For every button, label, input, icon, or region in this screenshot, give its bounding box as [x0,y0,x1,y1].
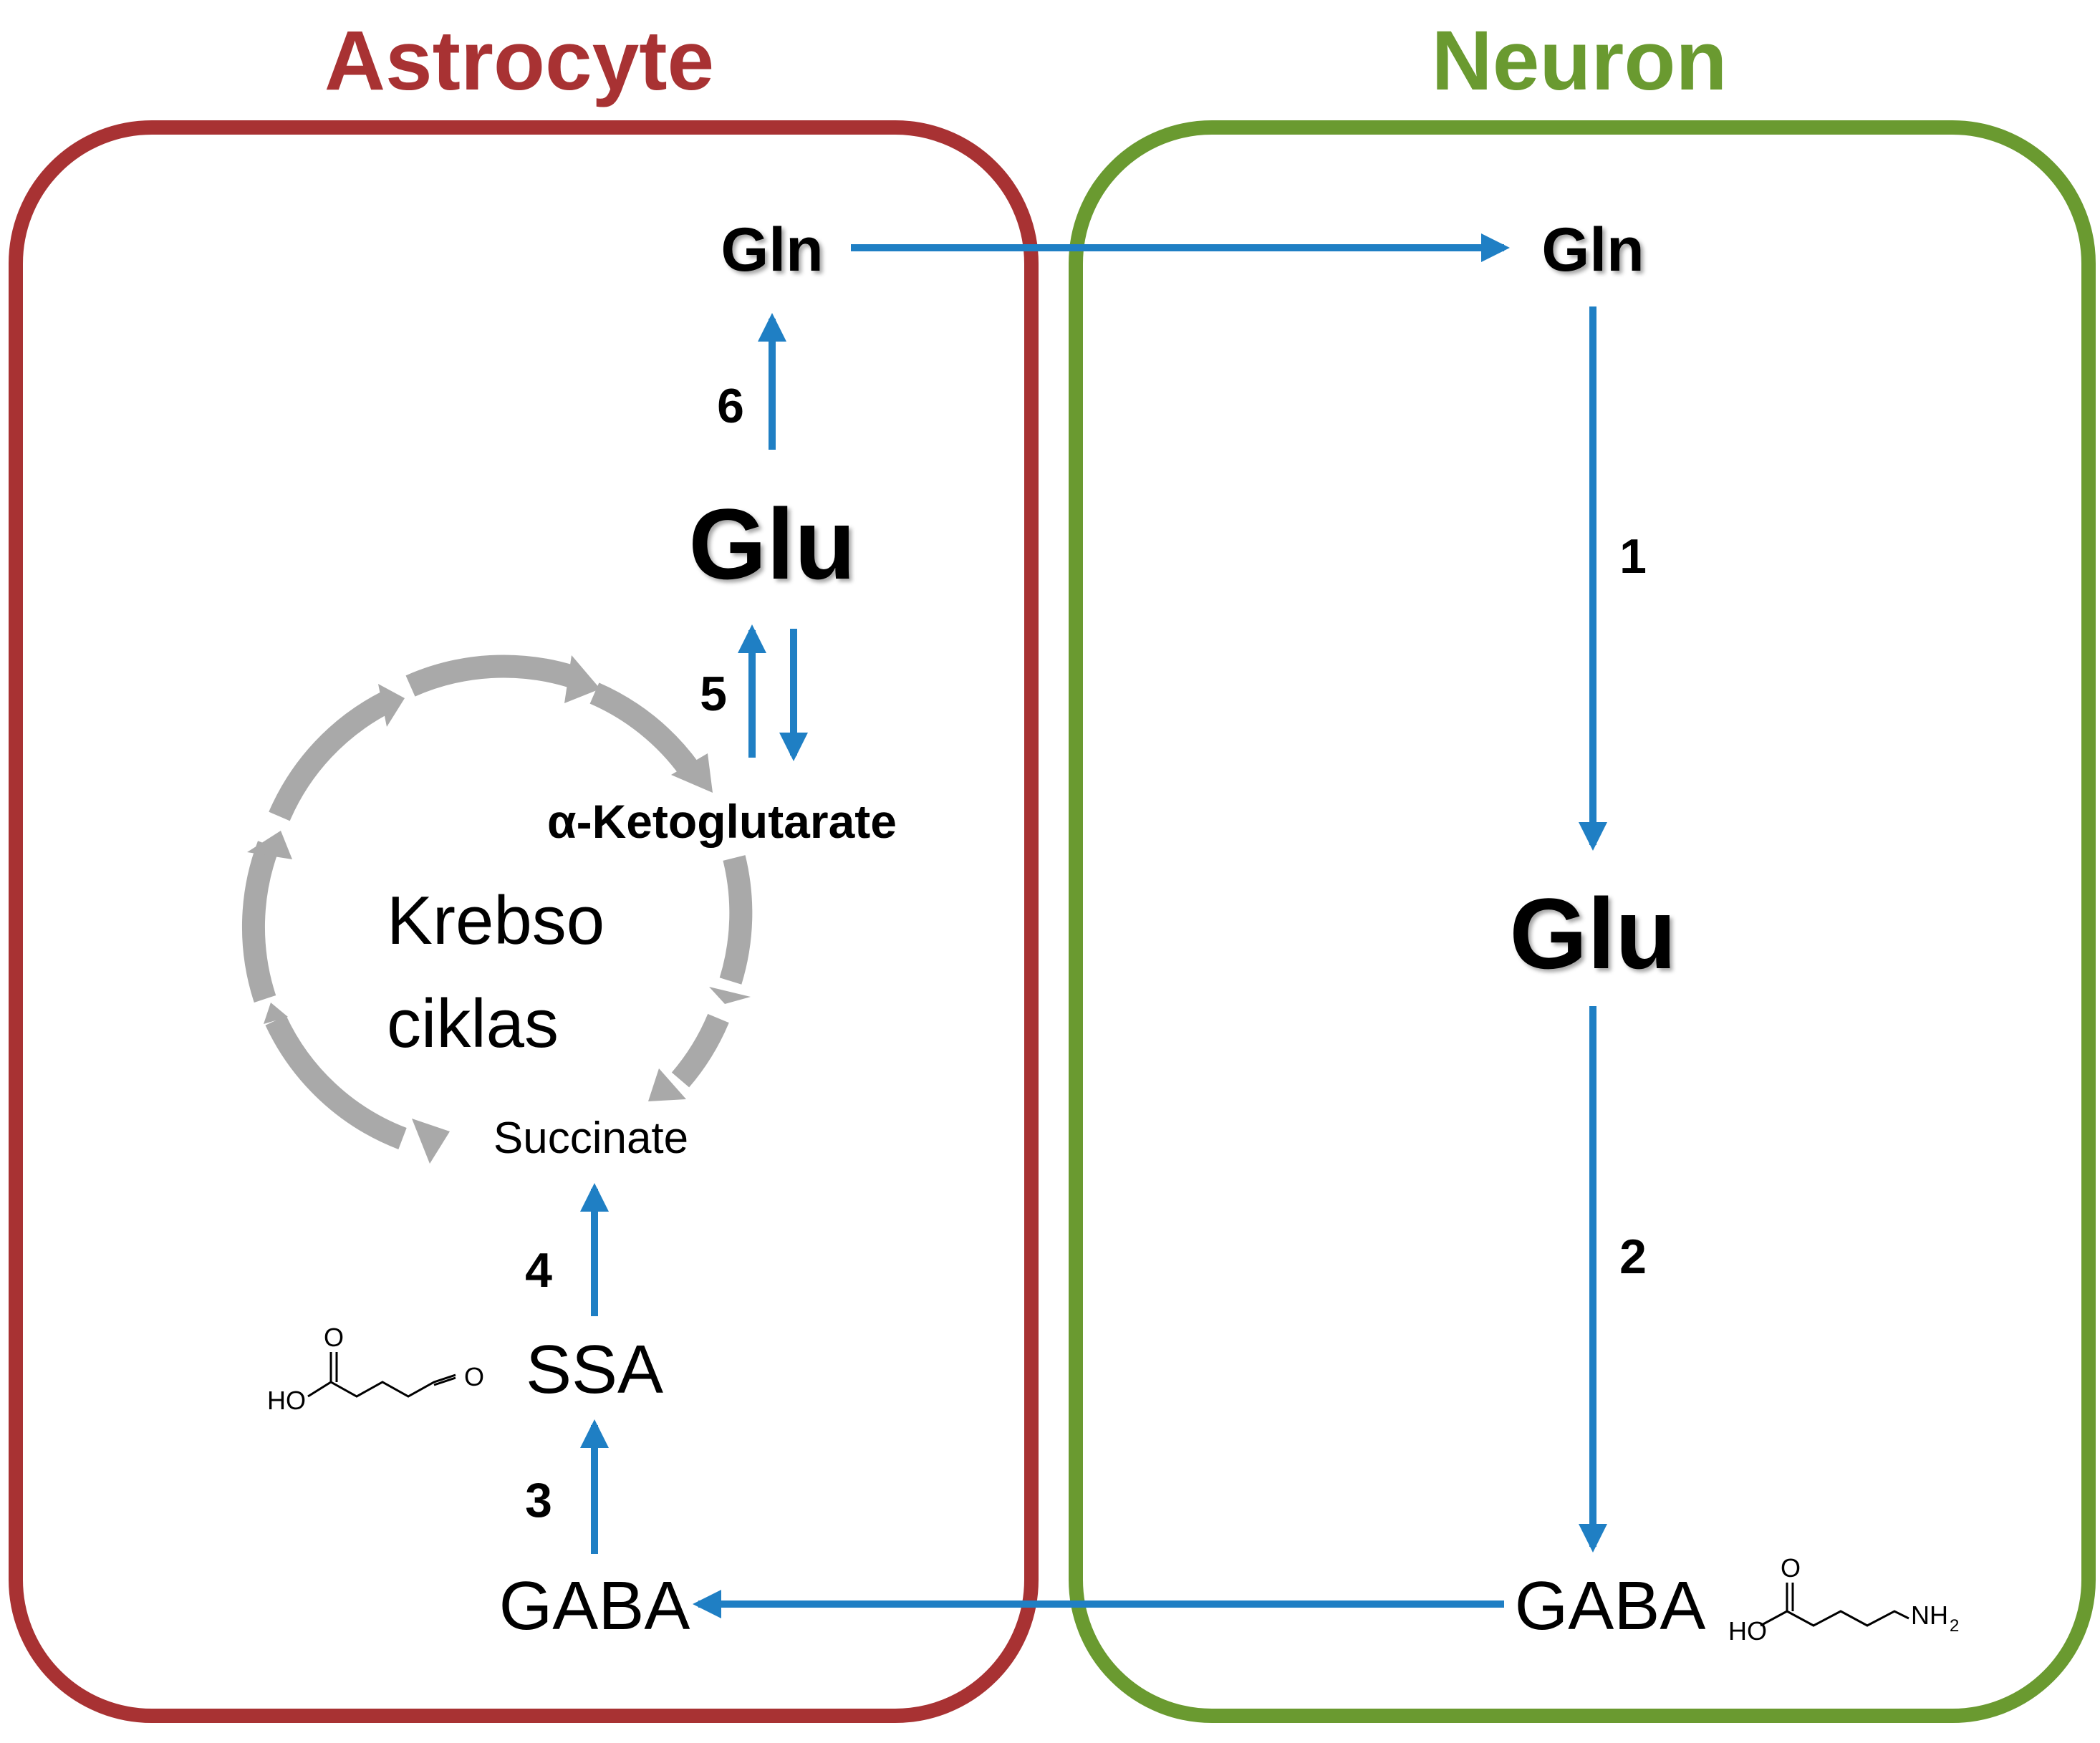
step5-label: 5 [700,667,727,721]
krebs-cycle-segment [671,1013,729,1088]
step3-label: 3 [525,1473,552,1527]
neuron-title: Neuron [1432,14,1728,108]
krebs-cycle-arrowhead [709,987,751,1004]
krebs-cycle-arrowhead [378,684,405,727]
krebs-cycle-segment [719,855,753,985]
astrocyte-title: Astrocyte [324,14,714,108]
krebs-cycle-segment [265,1015,407,1149]
astrocyte-cell-boundary [9,120,1039,1723]
krebs-cycle-segment [405,655,576,697]
neuron-gln-label: Gln [1541,216,1644,284]
krebs-cycle-segment [269,691,392,821]
krebs-cycle-arrowhead [564,655,600,703]
krebs-cycle-arrowhead [648,1068,686,1101]
krebs-cycle-segment [589,682,699,777]
gaba-structure-o: O [1781,1553,1801,1583]
step4-label: 4 [525,1243,552,1298]
ssa-structure-ho: HO [267,1386,306,1415]
alpha-ketoglutarate-label: α-Ketoglutarate [547,795,897,848]
gaba-structure-subscript: 2 [1950,1616,1959,1636]
step6-label: 6 [717,379,744,433]
neuron-gaba-label: GABA [1515,1568,1706,1644]
astrocyte-gln-label: Gln [721,216,823,284]
krebs-cycle-arrowhead [247,831,292,859]
neuron-cell-boundary [1069,120,2096,1723]
krebs-cycle-arrowhead [412,1119,450,1164]
krebs-cycle-arrowhead [264,1003,288,1024]
step1-label: 1 [1619,529,1647,584]
krebs-cycle-ring [241,655,753,1164]
krebs-cycle-label-line2: ciklas [387,985,559,1062]
krebs-cycle-segment [241,841,280,1003]
succinate-label: Succinate [493,1114,688,1163]
gaba-structure-ho: HO [1728,1616,1767,1646]
astrocyte-glu-label: Glu [688,488,855,600]
neuron-glu-label: Glu [1509,877,1676,990]
krebs-cycle-arrowhead [671,753,713,793]
gaba-structure [1760,1583,1909,1627]
ssa-structure [307,1352,456,1398]
step2-label: 2 [1619,1230,1647,1284]
gaba-structure-nh: NH [1911,1600,1948,1630]
ssa-structure-o2: O [464,1362,484,1391]
astrocyte-gaba-label: GABA [499,1568,690,1644]
krebs-cycle-label-line1: Krebso [387,882,605,959]
ssa-label: SSA [526,1331,663,1408]
ssa-structure-o: O [324,1323,344,1352]
